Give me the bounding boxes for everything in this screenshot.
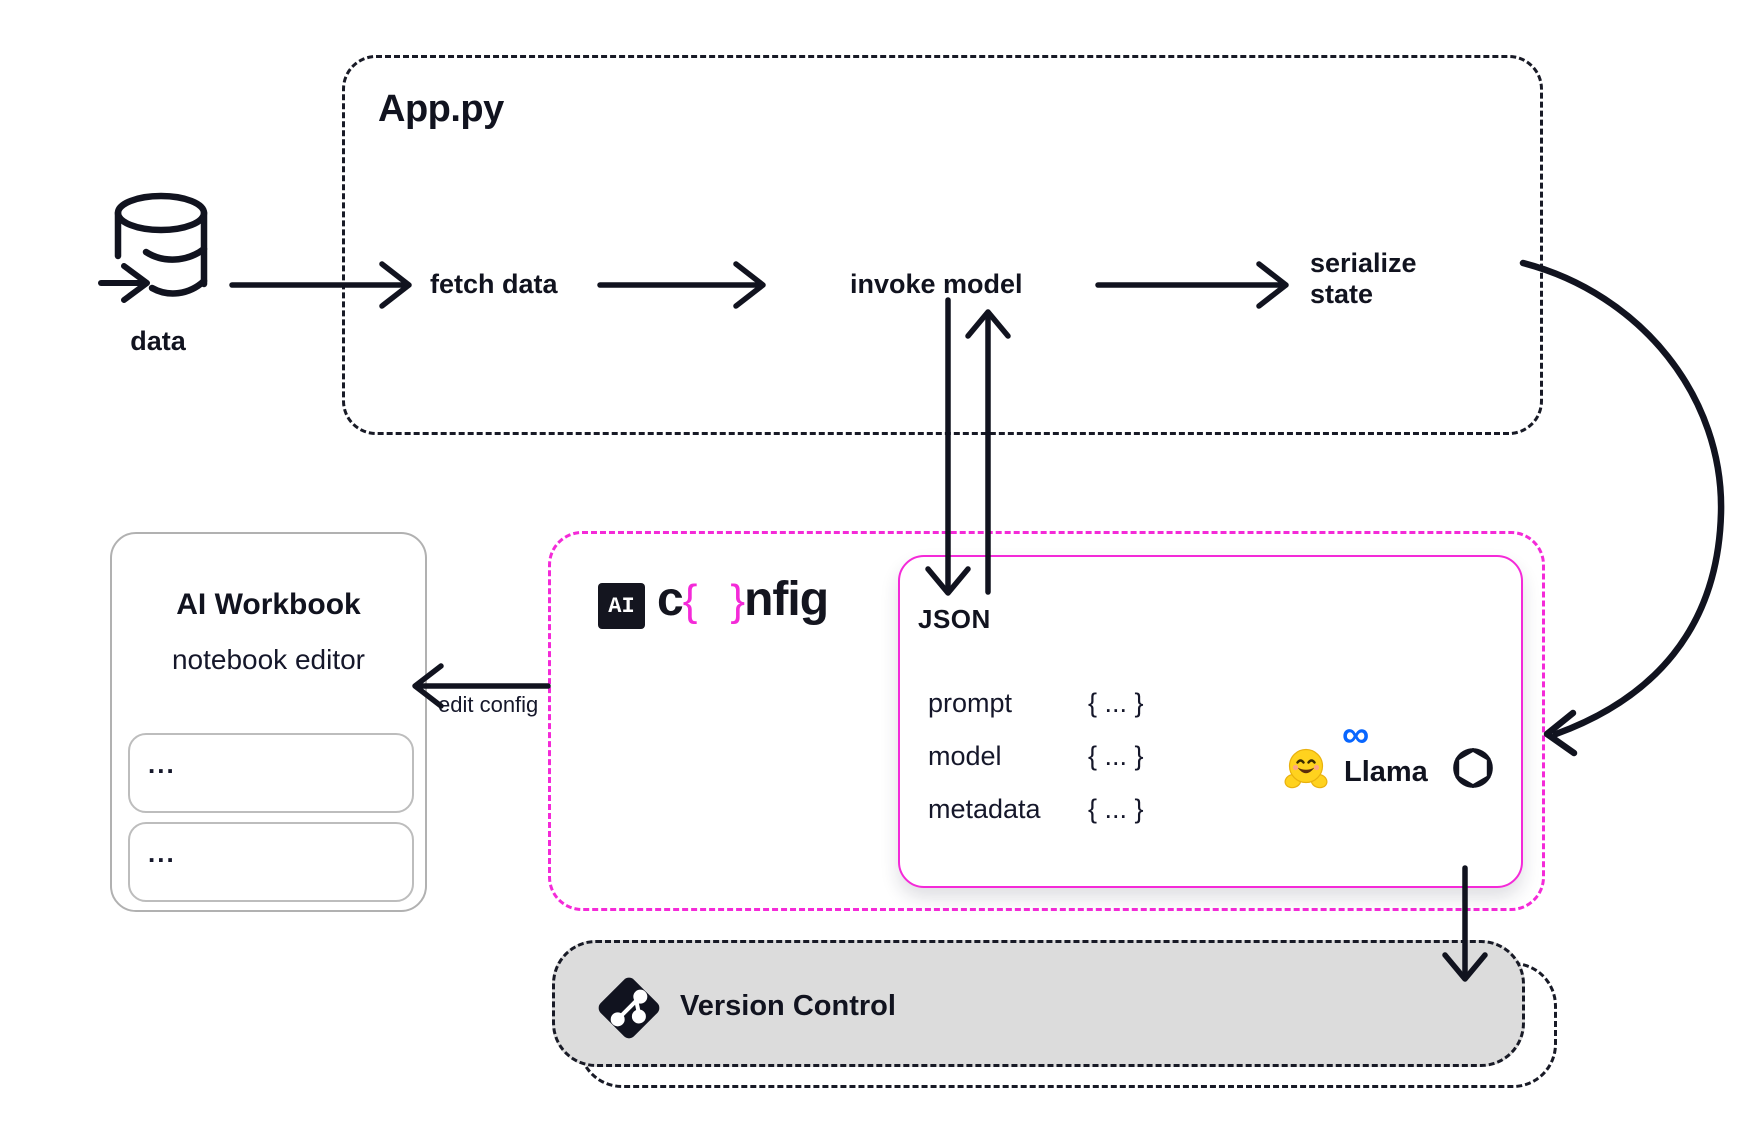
app-py-box: [342, 55, 1543, 435]
arrow-serialize-to-config: [1519, 259, 1725, 757]
step-fetch-data: fetch data: [430, 269, 558, 299]
openai-logo-icon: [1453, 748, 1493, 788]
database-import-icon: [98, 192, 208, 303]
json-row-metadata: metadata { ... }: [928, 794, 1144, 824]
notebook-cell-ellipsis: ...: [148, 749, 176, 779]
aiconfig-word-c: c: [657, 573, 684, 626]
ai-workbook-subtitle: notebook editor: [171, 644, 366, 675]
json-card: [898, 555, 1523, 888]
version-control-label: Version Control: [680, 990, 896, 1022]
meta-logo-icon: ∞: [1342, 714, 1370, 756]
llama-label: Llama: [1344, 756, 1428, 788]
json-row-model: model { ... }: [928, 741, 1144, 771]
edit-config-label: edit config: [438, 692, 539, 717]
aiconfig-brace-close: }: [730, 576, 745, 625]
aiconfig-wordmark: c{}nfig: [657, 572, 829, 627]
data-source-label: data: [130, 326, 186, 356]
aiconfig-word-nfig: nfig: [744, 573, 829, 626]
ai-workbook-title: AI Workbook: [176, 588, 361, 621]
aiconfig-brace-open: {: [682, 576, 698, 625]
step-serialize-state: serialize state: [1310, 248, 1417, 309]
json-row-prompt: prompt { ... }: [928, 688, 1144, 718]
json-rows: prompt { ... } model { ... } metadata { …: [928, 688, 1144, 847]
notebook-cell: ...: [128, 822, 414, 902]
step-invoke-model: invoke model: [850, 269, 1023, 299]
version-control-box: [552, 940, 1525, 1067]
aiconfig-ai-badge: AI: [598, 583, 645, 629]
app-py-title: App.py: [378, 88, 504, 130]
hugging-face-icon: [1284, 748, 1328, 789]
git-icon: [598, 977, 660, 1039]
notebook-cell: ...: [128, 733, 414, 813]
notebook-cell-ellipsis: ...: [148, 838, 176, 868]
json-card-title: JSON: [918, 604, 991, 634]
aiconfig-ai-badge-text: AI: [608, 593, 635, 619]
